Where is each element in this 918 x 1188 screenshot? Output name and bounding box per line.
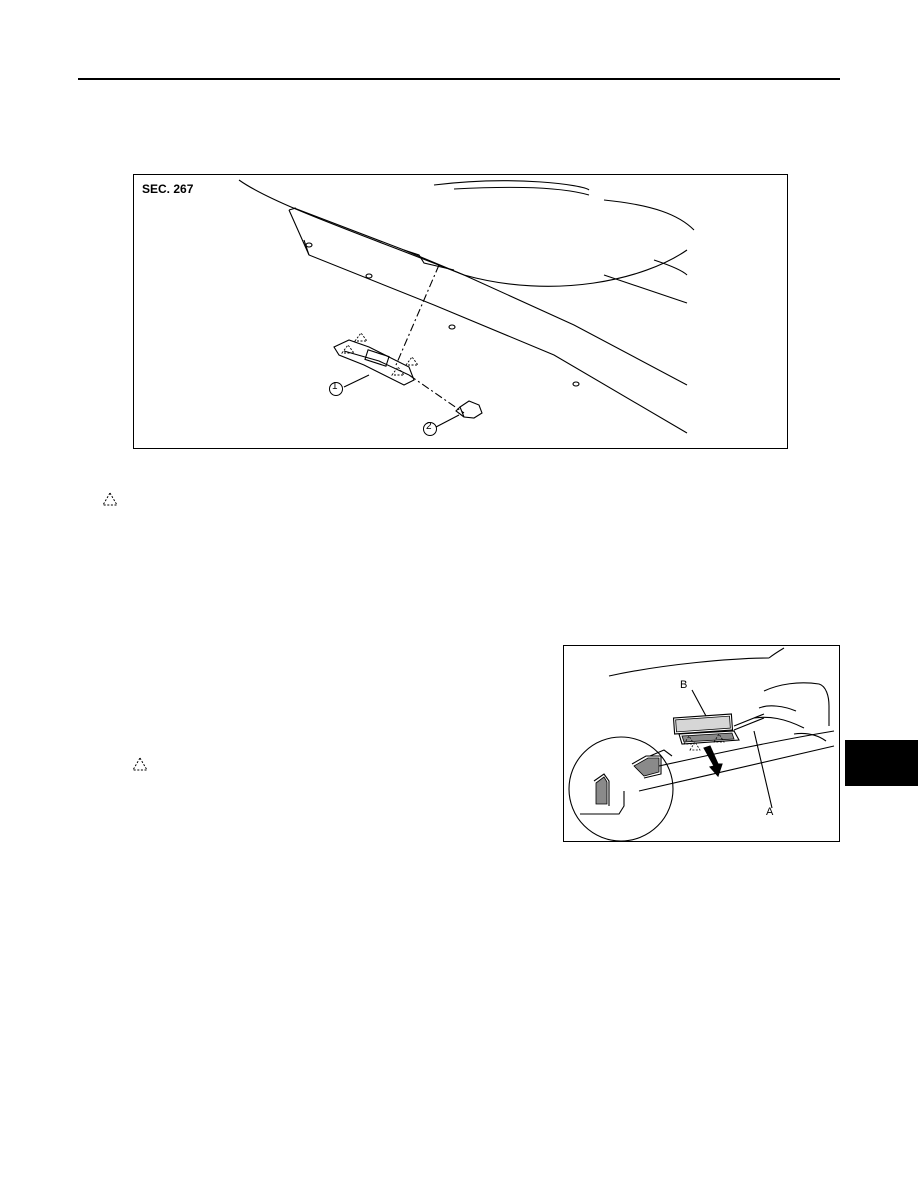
section-side-tab: [845, 740, 918, 786]
figure-clip-removal-detail: B A: [563, 645, 840, 842]
luggage-lamp-illustration: [238, 179, 695, 436]
figure-luggage-lamp-exploded: SEC. 267 1 2: [133, 174, 788, 449]
label-b: B: [680, 679, 688, 691]
section-label: SEC. 267: [142, 182, 194, 196]
callout-2: 2: [426, 421, 432, 432]
callout-circle-1: [329, 382, 343, 396]
label-a: A: [766, 806, 774, 818]
header-rule: [78, 78, 840, 80]
callout-1: 1: [332, 381, 338, 392]
dashed-triangle-icon: [102, 492, 118, 506]
dashed-triangle-icon: [132, 757, 148, 771]
callout-circle-2: [423, 422, 437, 436]
clip-removal-illustration: [568, 647, 835, 841]
